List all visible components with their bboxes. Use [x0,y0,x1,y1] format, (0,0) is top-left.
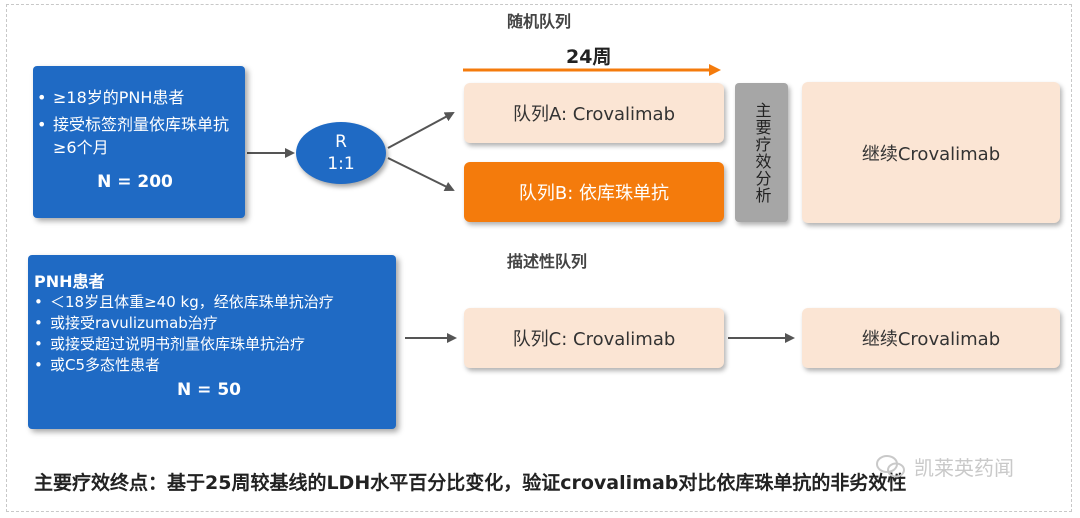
timeline-label: 24周 [566,46,612,68]
arm-c-box: 队列C: Crovalimab [464,308,724,368]
arm-b-box: 队列B: 依库珠单抗 [464,162,724,222]
criteria-item: 或C5多态性患者 [32,355,386,376]
wechat-icon [876,454,905,477]
criteria-item: ＜18岁且体重≥40 kg，经依库珠单抗治疗 [32,292,386,313]
figure-frame [6,4,1072,512]
continue-box-top: 继续Crovalimab [802,82,1060,223]
criteria-list: ≥18岁的PNH患者 接受标签剂量依库珠单抗≥6个月 [35,86,235,159]
criteria-item: 或接受超过说明书剂量依库珠单抗治疗 [32,334,386,355]
arm-a-box: 队列A: Crovalimab [464,83,724,143]
primary-analysis-label: 主要疗效分析 [752,101,772,204]
sample-size-label: N = 50 [177,380,241,400]
descriptive-criteria-list: ＜18岁且体重≥40 kg，经依库珠单抗治疗 或接受ravulizumab治疗 … [32,292,386,376]
criteria-item: ≥18岁的PNH患者 [35,86,235,109]
randomization-label: R [335,132,347,152]
criteria-item: 或接受ravulizumab治疗 [32,313,386,334]
randomization-node: R 1:1 [296,122,386,184]
arrow-r-to-arm-b [387,157,455,191]
arrow-r-to-arm-a [387,112,455,149]
randomized-cohort-label: 随机队列 [507,12,572,31]
watermark-text: 凯莱英药闻 [914,456,1014,480]
descriptive-criteria-box: PNH患者 ＜18岁且体重≥40 kg，经依库珠单抗治疗 或接受ravulizu… [28,255,396,429]
randomization-ratio: 1:1 [327,154,355,174]
primary-analysis-box: 主要疗效分析 [735,83,788,222]
criteria-item: 接受标签剂量依库珠单抗≥6个月 [35,113,235,159]
primary-endpoint-text: 主要疗效终点：基于25周较基线的LDH水平百分比变化，验证crovalimab对… [34,472,907,494]
descriptive-cohort-label: 描述性队列 [507,252,588,271]
cohort-criteria-box: ≥18岁的PNH患者 接受标签剂量依库珠单抗≥6个月 N = 200 [33,66,245,218]
continue-box-bottom: 继续Crovalimab [802,308,1060,368]
descriptive-title: PNH患者 [34,272,105,291]
watermark: 凯莱英药闻 [876,452,1014,481]
sample-size-label: N = 200 [97,172,173,192]
